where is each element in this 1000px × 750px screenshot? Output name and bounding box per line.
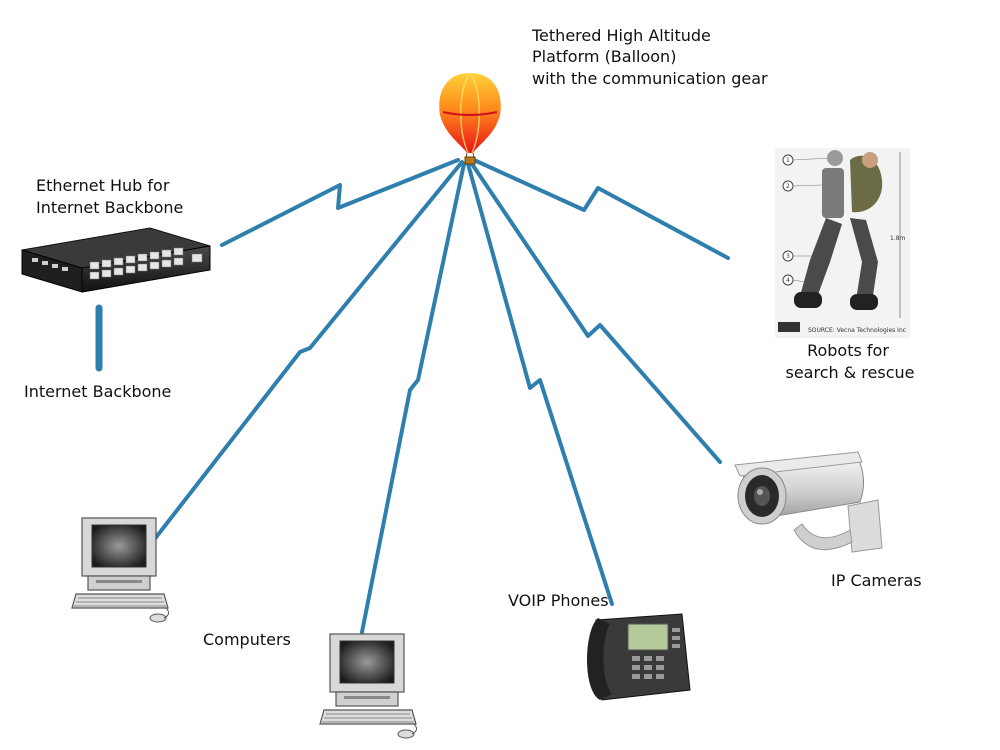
voip-phone-icon [587, 613, 691, 701]
link-robot [472, 158, 730, 260]
robot-callout-2: 2 [786, 183, 790, 190]
link-computer-center [360, 162, 466, 634]
computer-icon-center [319, 633, 418, 739]
balloon-label-line2: Platform (Balloon) [532, 47, 676, 66]
balloon-label-line3: with the communication gear [532, 69, 768, 88]
robots-label-line1: Robots for [807, 341, 889, 360]
robot-callout-1: 1 [786, 157, 790, 164]
robot-image: 1 2 3 4 1.8m SOURCE: Vecna Technologies … [775, 148, 910, 338]
link-voip-phone [466, 162, 614, 606]
ethernet-hub-icon [21, 227, 211, 293]
link-computer-left [148, 160, 464, 547]
hub-label-line1: Ethernet Hub for [36, 176, 170, 195]
balloon-label-line1: Tethered High Altitude [531, 26, 711, 45]
link-ip-camera [470, 162, 722, 464]
cameras-label: IP Cameras [831, 571, 922, 590]
link-hub [220, 158, 460, 247]
robot-source-text: SOURCE: Vecna Technologies Inc [808, 327, 906, 334]
balloon-icon [439, 72, 501, 165]
ip-camera-icon [734, 451, 883, 553]
labels: Tethered High Altitude Platform (Balloon… [24, 26, 922, 649]
hub-label-line2: Internet Backbone [36, 198, 183, 217]
computer-icon-left [71, 517, 170, 623]
robot-height-mark: 1.8m [890, 235, 906, 242]
robot-callout-4: 4 [786, 277, 790, 284]
robot-callout-3: 3 [786, 253, 790, 260]
backbone-label: Internet Backbone [24, 382, 171, 401]
wireless-links [148, 158, 730, 634]
computers-label: Computers [203, 630, 291, 649]
phones-label: VOIP Phones [508, 591, 609, 610]
robots-label-line2: search & rescue [786, 363, 915, 382]
